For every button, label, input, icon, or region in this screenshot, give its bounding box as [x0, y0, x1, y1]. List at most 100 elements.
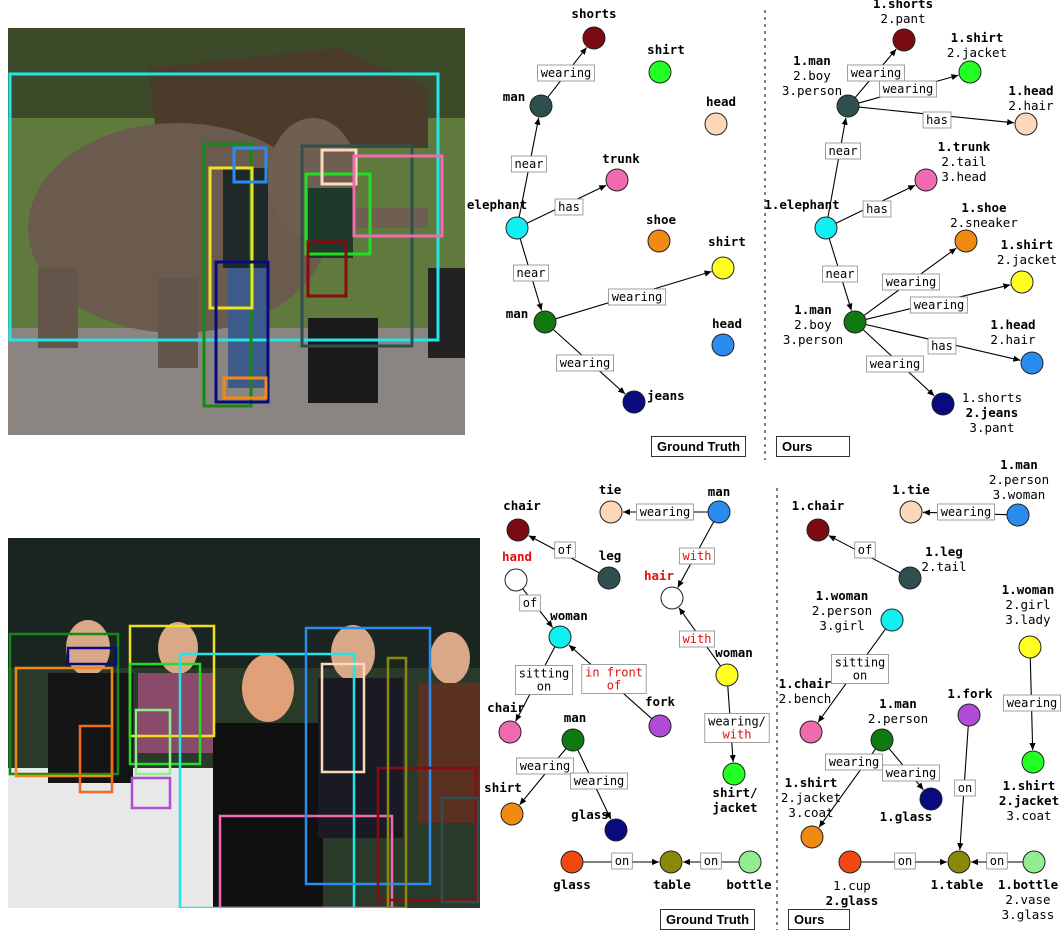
- gt1-node-label-head2: head: [712, 316, 742, 331]
- caption-bottom-ours: Ours: [788, 909, 850, 930]
- gt1-edge-label: wearing: [560, 356, 611, 370]
- gt2-edge-label-box: [700, 852, 722, 870]
- gt2-node-glass1: [560, 850, 584, 874]
- gt2-node-label-chair2: chair: [487, 700, 525, 715]
- ours2-edge-label: on: [990, 854, 1004, 868]
- gt2-node-label-shirt1: shirt: [484, 780, 522, 795]
- gt2-node-shirt1: [500, 802, 524, 826]
- gt2-node-chair1: [506, 518, 530, 542]
- gt2-edge-label-box: [515, 665, 573, 695]
- ours1-node-label-jeans: 1.shorts: [962, 390, 1022, 405]
- ours2-edge-label: wearing: [941, 505, 992, 519]
- ours2-node-label-woman2: 3.lady: [1005, 612, 1051, 627]
- ours2-edge-label: wearing: [1007, 696, 1058, 710]
- gt2-edge-label: in front: [585, 666, 643, 680]
- gt1-node-trunk: [605, 168, 629, 192]
- gt2-node-leg: [597, 566, 621, 590]
- gt2-node-label-shirt2: jacket: [712, 800, 757, 815]
- ours1-edge-label-box: [910, 296, 968, 314]
- gt2-node-shirt2: [722, 762, 746, 786]
- ours2-node-label-woman1: 3.girl: [819, 618, 864, 633]
- gt1-node-label-man2: man: [506, 306, 529, 321]
- ours1-edge-label-box: [866, 355, 924, 373]
- ours1-node-label-elephant: 1.elephant: [764, 197, 839, 212]
- gt2-edge-label: wearing: [640, 505, 691, 519]
- gt1-edge-label: wearing: [541, 66, 592, 80]
- ours1-edge-label: wearing: [886, 275, 937, 289]
- ours1-edge-label: near: [826, 267, 855, 281]
- ours1-edge-label: has: [931, 339, 953, 353]
- ours2-node-label-bottle: 3.glass: [1002, 907, 1055, 922]
- gt1-edge-label-box: [513, 264, 550, 282]
- ours2-node-leg: [898, 566, 922, 590]
- ours1-node-trunk: [914, 168, 938, 192]
- gt1-edge-label-box: [556, 354, 614, 372]
- ours2-node-label-fork: 1.fork: [947, 686, 993, 701]
- gt2-node-fork: [648, 714, 672, 738]
- ours2-node-tie: [899, 500, 923, 524]
- gt1-node-jeans: [622, 390, 646, 414]
- ours1-edge-label-box: [862, 200, 892, 218]
- ours2-edge-label-box: [894, 852, 916, 870]
- ours1-node-shorts: [892, 28, 916, 52]
- ours2-node-label-man1: 3.woman: [993, 487, 1046, 502]
- ours2-edge-label: on: [958, 781, 972, 795]
- gt2-edge-label-box: [679, 630, 716, 648]
- gt1-node-head2: [711, 333, 735, 357]
- dinner-photo: [8, 538, 480, 908]
- gt1-node-label-elephant: elephant: [467, 197, 527, 212]
- ours1-edge-label: wearing: [851, 66, 902, 80]
- ours2-node-label-shirt2: 2.jacket: [999, 793, 1059, 808]
- gt1-edge-label-box: [510, 155, 547, 173]
- dinner-photo-drawing: [8, 538, 480, 908]
- gt2-edge-label: with: [723, 728, 752, 742]
- gt1-edge-label-box: [608, 288, 666, 306]
- gt2-node-bottle: [738, 850, 762, 874]
- ours1-node-head2: [1020, 351, 1044, 375]
- gt2-edge-label: with: [683, 549, 712, 563]
- ours2-node-shirt1: [800, 825, 824, 849]
- gt1-node-label-shirt1: shirt: [647, 42, 685, 57]
- ours2-edge-label: on: [898, 854, 912, 868]
- ours1-node-label-trunk: 2.tail: [941, 154, 986, 169]
- ours2-edge-label: sitting: [835, 656, 886, 670]
- ours1-node-label-shirt2: 2.jacket: [997, 252, 1057, 267]
- ours1-edge-label-box: [922, 111, 952, 129]
- ours1-node-label-shirt1: 2.jacket: [947, 45, 1007, 60]
- ours1-node-label-shorts: 2.pant: [880, 11, 925, 26]
- ours1-node-label-head1: 2.hair: [1008, 98, 1054, 113]
- ours2-edge-label-box: [831, 654, 889, 684]
- ours2-node-label-woman2: 2.girl: [1005, 597, 1050, 612]
- ours2-node-label-woman1: 2.person: [812, 603, 872, 618]
- ours1-node-label-head1: 1.head: [1008, 83, 1053, 98]
- gt2-node-glass2: [604, 818, 628, 842]
- caption-top-ground-truth: Ground Truth: [651, 436, 747, 457]
- gt2-node-chair2: [498, 720, 522, 744]
- gt2-node-label-hand: hand: [502, 549, 532, 564]
- gt2-node-label-glass1: glass: [553, 877, 591, 892]
- gt2-node-woman2: [715, 663, 739, 687]
- ours1-edge-label: wearing: [883, 82, 934, 96]
- gt1-edge-label: near: [517, 266, 546, 280]
- ours2-node-label-glass1: 2.glass: [826, 893, 879, 908]
- ours2-node-glass2: [919, 787, 943, 811]
- ours1-edge-label: has: [866, 202, 888, 216]
- ours2-node-man2: [870, 728, 894, 752]
- ours1-node-man2: [843, 310, 867, 334]
- ours2-edge-label-box: [937, 503, 995, 521]
- ours1-node-label-trunk: 1.trunk: [938, 139, 991, 154]
- gt2-edge-label: wearing: [520, 759, 571, 773]
- gt1-edge-label: wearing: [612, 290, 663, 304]
- gt2-edge-label-box: [636, 503, 694, 521]
- gt2-edge-label-box: [516, 757, 574, 775]
- gt2-edge-label: of: [523, 596, 537, 610]
- gt2-node-label-tie: tie: [599, 482, 622, 497]
- ours1-node-label-man1: 1.man: [793, 53, 831, 68]
- ours2-node-woman1: [880, 608, 904, 632]
- ours1-node-head1: [1014, 112, 1038, 136]
- gt2-node-table: [659, 850, 683, 874]
- gt2-node-label-table: table: [653, 877, 691, 892]
- gt1-node-label-jeans: jeans: [647, 388, 685, 403]
